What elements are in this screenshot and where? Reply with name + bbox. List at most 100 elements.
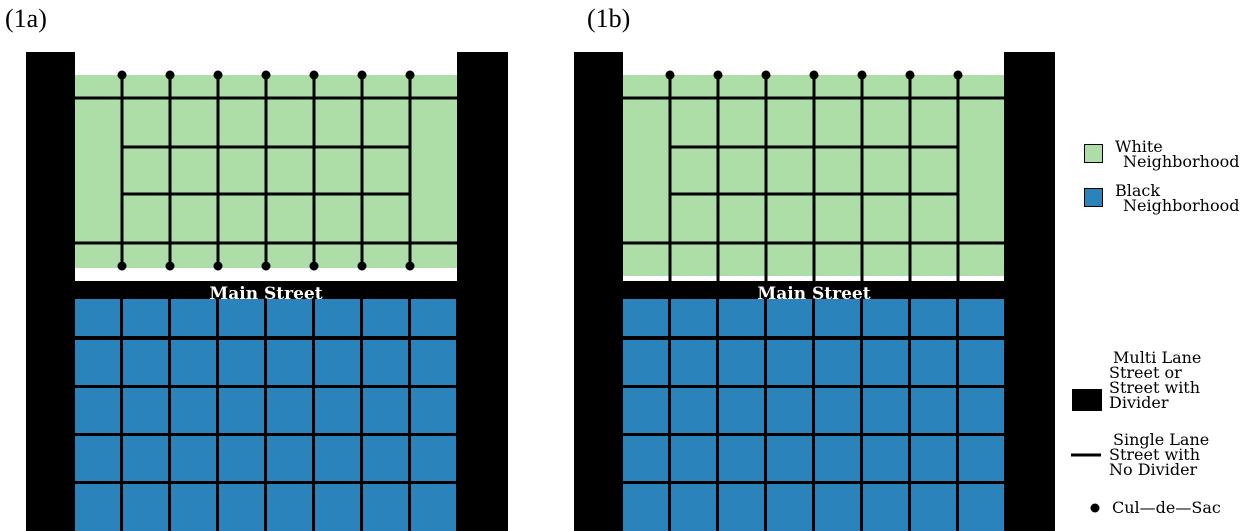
cul-de-sacs: [665, 70, 963, 80]
black-neighborhood-block: [123, 436, 168, 481]
black-neighborhood-block: [219, 340, 264, 385]
black-neighborhood-block: [671, 484, 716, 531]
black-neighborhood-block: [123, 484, 168, 531]
black-neighborhood-block: [267, 299, 312, 336]
cul-de-sac-dot: [165, 261, 175, 271]
black-neighborhood-block: [123, 388, 168, 433]
black-neighborhood-block: [671, 388, 716, 433]
black-neighborhood-block: [815, 436, 860, 481]
legend-multi-lane-swatch: [1072, 389, 1102, 411]
black-neighborhood-block: [959, 484, 1004, 531]
black-neighborhood-block: [719, 436, 764, 481]
black-neighborhood-block: [911, 388, 956, 433]
legend-black-label: Black Neighborhood: [1115, 181, 1240, 215]
main-street-label: Main Street: [209, 284, 322, 304]
legend-white-swatch: [1084, 144, 1103, 163]
black-neighborhood-block: [267, 436, 312, 481]
cul-de-sac-dot: [261, 70, 271, 80]
panel-1a: Main Street: [26, 52, 508, 531]
black-neighborhood-block: [219, 484, 264, 531]
black-neighborhood-block: [815, 388, 860, 433]
black-neighborhood-block: [815, 299, 860, 336]
legend-multi-lane-label: Multi Lane Street or Street with Divider: [1109, 348, 1202, 412]
black-neighborhood-block: [411, 299, 456, 336]
black-neighborhood-block: [219, 436, 264, 481]
black-neighborhood-block: [171, 299, 216, 336]
black-neighborhood-block: [863, 484, 908, 531]
black-neighborhood-block: [171, 340, 216, 385]
black-neighborhood-block: [959, 436, 1004, 481]
legend-black-swatch: [1084, 188, 1103, 207]
black-neighborhood-block: [959, 299, 1004, 336]
legend-cul-de-sac-label: Cul—de—Sac: [1112, 498, 1221, 517]
black-neighborhood-block: [815, 340, 860, 385]
black-neighborhood-block: [623, 388, 668, 433]
black-neighborhood-block: [171, 484, 216, 531]
black-neighborhood-block: [623, 340, 668, 385]
cul-de-sac-dot: [761, 70, 771, 80]
black-neighborhood-block: [719, 340, 764, 385]
panel-1b: Main Street: [574, 52, 1055, 531]
cul-de-sac-dot: [357, 261, 367, 271]
cul-de-sac-dot: [309, 261, 319, 271]
black-neighborhood-block: [767, 340, 812, 385]
black-neighborhood-block: [267, 340, 312, 385]
cul-de-sac-dot: [809, 70, 819, 80]
black-neighborhood-block: [363, 484, 408, 531]
black-neighborhood-block: [75, 436, 120, 481]
black-neighborhood-block: [719, 299, 764, 336]
black-neighborhood-block: [363, 299, 408, 336]
black-neighborhood-block: [623, 299, 668, 336]
cul-de-sac-dot: [405, 261, 415, 271]
black-neighborhood-block: [219, 388, 264, 433]
black-neighborhood-block: [75, 340, 120, 385]
panel-label-1b: (1b): [587, 4, 631, 33]
cul-de-sac-dot: [857, 70, 867, 80]
black-neighborhood-block: [411, 436, 456, 481]
black-neighborhood-block: [411, 388, 456, 433]
black-neighborhood-block: [911, 299, 956, 336]
black-neighborhood-block: [363, 436, 408, 481]
black-neighborhood-block: [911, 484, 956, 531]
black-neighborhood-block: [959, 340, 1004, 385]
legend-single-lane-label: Single Lane Street with No Divider: [1109, 430, 1210, 479]
black-neighborhood-block: [219, 299, 264, 336]
black-neighborhood-block: [671, 436, 716, 481]
black-neighborhood-block: [863, 340, 908, 385]
black-neighborhood-block: [863, 436, 908, 481]
cul-de-sac-dot: [213, 261, 223, 271]
black-neighborhood-block: [623, 484, 668, 531]
black-neighborhood-block: [363, 340, 408, 385]
cul-de-sac-dot: [261, 261, 271, 271]
black-neighborhood-block: [719, 484, 764, 531]
black-neighborhood-block: [671, 299, 716, 336]
black-neighborhood-block: [315, 484, 360, 531]
black-neighborhood-block: [315, 340, 360, 385]
main-street-label: Main Street: [757, 284, 870, 304]
cul-de-sac-dot: [309, 70, 319, 80]
black-neighborhood: [623, 299, 1004, 531]
black-neighborhood-block: [123, 340, 168, 385]
black-neighborhood-block: [411, 340, 456, 385]
black-neighborhood-block: [411, 484, 456, 531]
cul-de-sac-dot: [713, 70, 723, 80]
cul-de-sac-dot: [905, 70, 915, 80]
panel-label-1a: (1a): [5, 4, 47, 33]
white-neighborhood-streets: [623, 75, 1004, 281]
black-neighborhood-block: [75, 299, 120, 336]
black-neighborhood-block: [315, 299, 360, 336]
black-neighborhood-block: [767, 299, 812, 336]
cul-de-sac-dot: [213, 70, 223, 80]
cul-de-sacs: [117, 70, 415, 271]
black-neighborhood-block: [623, 436, 668, 481]
black-neighborhood-block: [363, 388, 408, 433]
legend-cul-de-sac-dot: [1090, 503, 1100, 513]
black-neighborhood-block: [75, 484, 120, 531]
black-neighborhood-block: [767, 484, 812, 531]
black-neighborhood-block: [911, 436, 956, 481]
cul-de-sac-dot: [953, 70, 963, 80]
white-neighborhood-streets: [75, 75, 457, 266]
black-neighborhood-block: [719, 388, 764, 433]
black-neighborhood-block: [959, 388, 1004, 433]
